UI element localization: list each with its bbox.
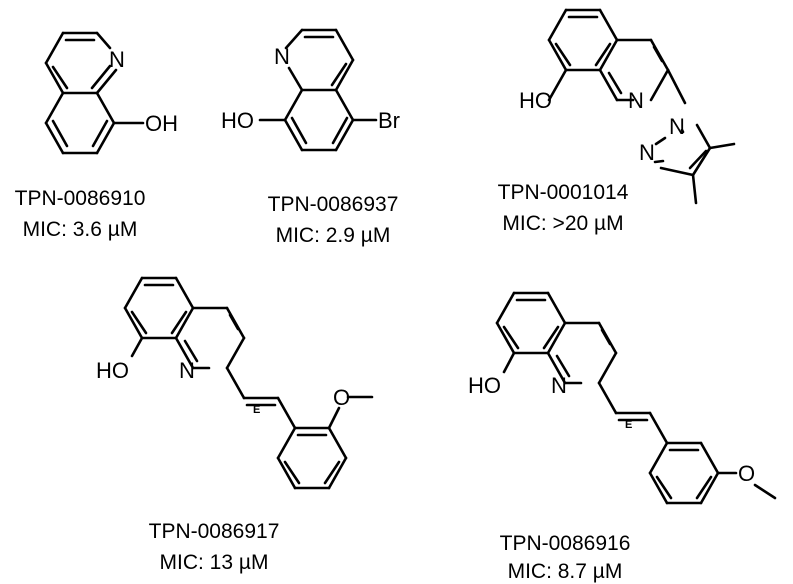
pyrazole-n1-label: N xyxy=(669,114,685,139)
ring-nitrogen-label: N xyxy=(551,373,567,398)
ring-nitrogen-label: N xyxy=(179,358,195,383)
compound-mic: MIC: >20 µM xyxy=(502,212,623,235)
compound-mic: MIC: 2.9 µM xyxy=(276,224,391,247)
pyrazole-n2-label: N xyxy=(639,140,655,165)
structure-tpn-0086910: N OH xyxy=(44,31,178,155)
hydroxyl-label: HO xyxy=(519,88,552,113)
structure-tpn-0086917: N HO O E xyxy=(96,276,374,490)
hydroxyl-label: HO xyxy=(468,373,501,398)
ring-nitrogen-label: N xyxy=(628,88,644,113)
compound-id: TPN-0086937 xyxy=(268,193,399,216)
structure-tpn-0086916: N HO O E xyxy=(468,291,777,505)
hydroxyl-label: HO xyxy=(96,358,129,383)
compound-mic: MIC: 8.7 µM xyxy=(508,560,623,583)
structure-tpn-0001014: N HO N N xyxy=(519,8,736,205)
ether-oxygen-label: O xyxy=(333,385,350,410)
compound-mic: MIC: 3.6 µM xyxy=(23,218,138,241)
stereo-e-label: E xyxy=(625,419,632,431)
bromine-label: Br xyxy=(378,108,400,133)
ring-nitrogen-label: N xyxy=(109,47,125,72)
compound-id: TPN-0086917 xyxy=(149,520,280,543)
compound-id: TPN-0086916 xyxy=(500,532,631,555)
structure-tpn-0086937: N HO Br xyxy=(221,28,400,152)
ether-oxygen-label: O xyxy=(738,461,755,486)
hydroxyl-label: HO xyxy=(221,108,254,133)
compound-id: TPN-0086910 xyxy=(15,187,146,210)
stereo-e-label: E xyxy=(253,404,260,416)
compound-id: TPN-0001014 xyxy=(498,181,629,204)
ring-nitrogen-label: N xyxy=(274,44,290,69)
compound-mic: MIC: 13 µM xyxy=(160,551,269,574)
hydroxyl-label: OH xyxy=(145,111,178,136)
